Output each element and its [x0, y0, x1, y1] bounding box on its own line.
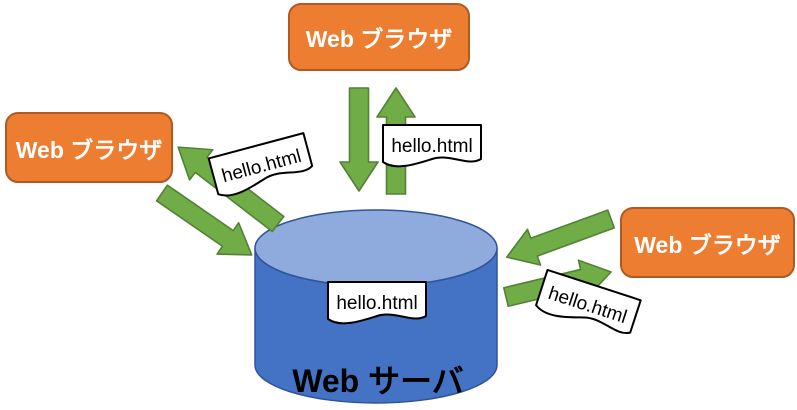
browser-node-label: Web ブラウザ — [305, 26, 453, 52]
document-shape — [535, 268, 642, 334]
browser-node-label: Web ブラウザ — [15, 136, 163, 163]
browser-node-left: Web ブラウザ — [5, 112, 173, 183]
document-shape — [207, 132, 314, 197]
document-label: hello.html — [391, 136, 472, 157]
browser-node-right: Web ブラウザ — [620, 207, 795, 278]
browser-node-top: Web ブラウザ — [288, 3, 470, 71]
server-cylinder: Web サーバ — [254, 209, 498, 404]
document-shape — [382, 124, 482, 168]
browser-node-label: Web ブラウザ — [634, 231, 781, 258]
document-label: hello.html — [336, 293, 417, 314]
document-left: hello.html — [207, 132, 314, 197]
server-cylinder-top — [254, 209, 498, 287]
document-server: hello.html — [327, 281, 427, 325]
arrow-browser-left-to-server — [155, 184, 253, 256]
document-shape — [327, 281, 427, 325]
arrow-browser-right-to-server — [505, 209, 616, 266]
arrow-browser-top-to-server — [339, 87, 379, 192]
document-top: hello.html — [382, 124, 482, 168]
server-label: Web サーバ — [292, 363, 464, 399]
